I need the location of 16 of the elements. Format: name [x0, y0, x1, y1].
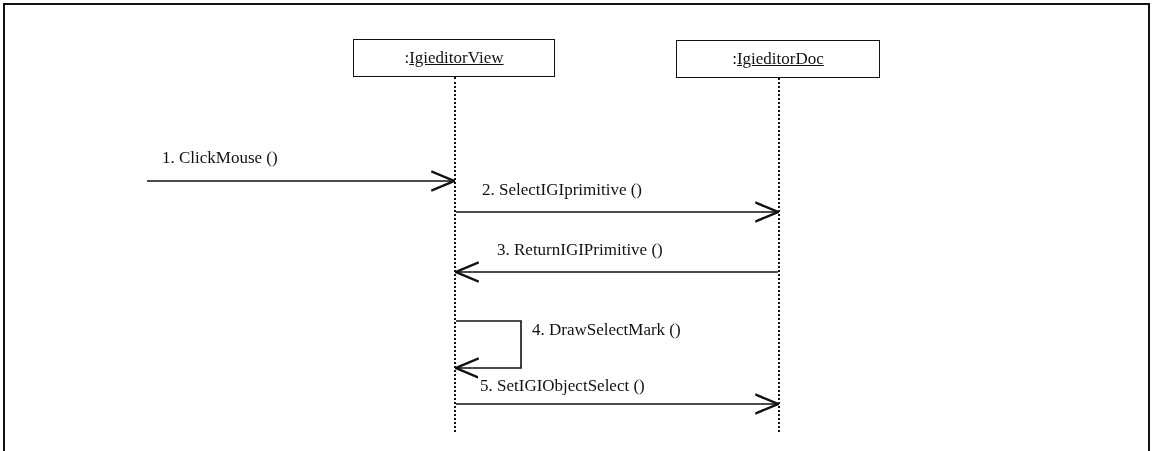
message-arrow — [454, 261, 779, 283]
object-name: :IgieditorDoc — [732, 49, 824, 69]
lifeline — [454, 77, 456, 432]
edge-label: 2. SelectIGIprimitive () — [480, 180, 645, 200]
object-name: :IgieditorView — [404, 48, 504, 68]
edge-label: 1. ClickMouse () — [160, 148, 280, 168]
object-box — [676, 40, 880, 78]
edge-label: 5. SetIGIObjectSelect () — [478, 376, 647, 396]
edge-label: 3. ReturnIGIPrimitive () — [495, 240, 665, 260]
message-arrow — [146, 170, 456, 192]
edge-label: 4. DrawSelectMark () — [530, 320, 683, 340]
message-arrow — [455, 393, 780, 415]
message-arrow — [454, 320, 522, 379]
lifeline — [778, 78, 780, 432]
message-arrow — [455, 201, 780, 223]
object-box — [353, 39, 555, 77]
